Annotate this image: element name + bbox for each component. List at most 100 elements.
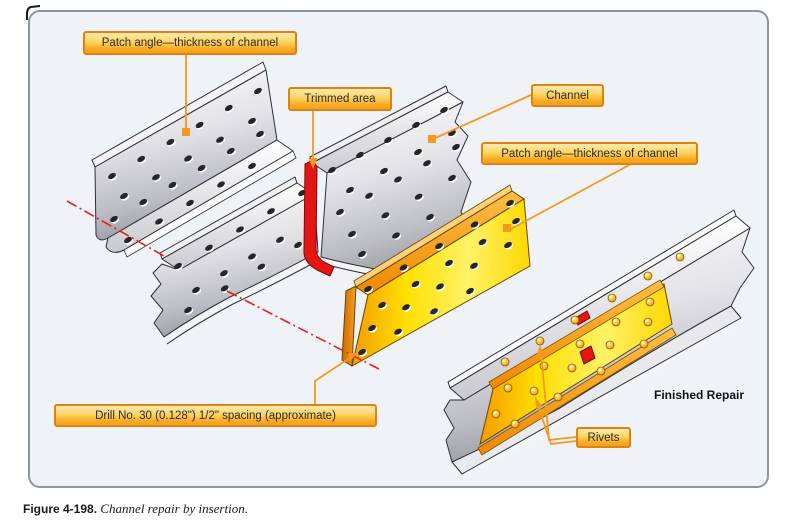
- rivet: [643, 317, 653, 327]
- rivet-hole: [220, 270, 228, 277]
- rivet-hole: [124, 236, 132, 244]
- rivet-hole: [276, 236, 284, 243]
- rivet-hole: [412, 121, 420, 129]
- rivet-hole: [236, 226, 244, 233]
- rivet-hole: [506, 199, 514, 207]
- rivet-hole: [504, 241, 512, 249]
- rivet: [570, 315, 580, 325]
- rivet-hole: [220, 285, 229, 292]
- rivet-hole: [168, 181, 177, 189]
- rivet-hole: [402, 304, 410, 311]
- rivet-hole: [358, 348, 366, 356]
- leader-drill: [314, 356, 352, 404]
- rivet-hole: [139, 198, 148, 206]
- left-channel-piece: [150, 176, 322, 345]
- rivet: [500, 357, 510, 367]
- rivet: [535, 336, 545, 346]
- rivet-hole: [257, 263, 266, 270]
- callout-patch-angle-right: Patch angle—thickness of channel: [481, 142, 698, 165]
- callout-channel: Channel: [531, 84, 604, 107]
- rivet-hole: [394, 328, 402, 335]
- rivet-hole: [205, 244, 213, 251]
- rivet: [529, 386, 539, 396]
- rivet-hole: [195, 121, 204, 129]
- rivet-hole: [184, 155, 192, 162]
- rivet-hole: [423, 160, 431, 167]
- rivet-hole: [356, 151, 364, 159]
- rivet: [611, 317, 621, 327]
- rivet-hole: [399, 264, 408, 271]
- rivet-hole: [152, 174, 160, 181]
- rivet: [643, 271, 653, 281]
- rivet-hole: [110, 215, 118, 223]
- rivet-hole: [155, 218, 163, 225]
- leader-dot-patch-right: [503, 224, 511, 232]
- rivet-hole: [368, 324, 376, 332]
- leader-lines: [182, 55, 632, 445]
- rivet-hole: [267, 208, 275, 215]
- patch-angle-top-piece: [91, 61, 297, 258]
- rivet: [605, 340, 615, 350]
- finished-repair-piece: [443, 209, 755, 479]
- rivet-hole: [186, 199, 194, 207]
- rivet-hole: [226, 147, 235, 155]
- rivet: [607, 293, 617, 303]
- rivet-hole: [470, 221, 479, 228]
- rivet-hole: [394, 176, 402, 183]
- rivet-hole: [411, 280, 420, 288]
- leader-patch-right: [508, 163, 632, 231]
- rivet-hole: [512, 217, 520, 225]
- leader-arrow-rivets-1: [536, 345, 544, 355]
- callout-drill-spacing: Drill No. 30 (0.128") 1/2" spacing (appr…: [54, 404, 377, 427]
- finished-repair-label: Finished Repair: [654, 388, 745, 402]
- rivet-hole: [248, 253, 256, 260]
- rivet-hole: [392, 232, 400, 239]
- rivet: [510, 419, 520, 429]
- leader-channel: [432, 94, 532, 140]
- rivet-hole: [384, 136, 392, 144]
- rivet: [645, 297, 655, 307]
- rivet-hole: [108, 172, 116, 180]
- rivet-hole: [378, 301, 386, 309]
- rivet-hole: [470, 262, 478, 269]
- rivet-hole: [254, 87, 262, 95]
- rivet-hole: [430, 308, 438, 315]
- rivet-hole: [348, 230, 356, 238]
- callout-trimmed-area: Trimmed area: [288, 87, 392, 111]
- rivet-hole: [184, 306, 192, 314]
- figure-caption: Figure 4-198. Channel repair by insertio…: [23, 501, 248, 517]
- rivet-hole: [248, 117, 256, 125]
- trimmed-edge: [303, 159, 335, 277]
- leader-dot-patch-top: [182, 128, 190, 136]
- rivet-hole: [336, 208, 344, 216]
- rivet-hole: [381, 212, 390, 219]
- rivet-hole: [328, 166, 336, 174]
- rivet-hole: [414, 193, 423, 200]
- rivets-group: [491, 252, 685, 429]
- rivet: [553, 392, 563, 402]
- rivet-hole: [448, 174, 456, 182]
- rivet-hole: [346, 186, 354, 194]
- rivet-hole: [120, 192, 128, 200]
- right-channel-piece: [303, 85, 481, 293]
- rivet-hole: [298, 189, 306, 197]
- rivet-hole: [137, 155, 146, 163]
- rivet-hole: [426, 213, 434, 221]
- rivet-hole: [380, 167, 388, 175]
- rivet: [639, 339, 649, 349]
- rivet-hole: [217, 181, 225, 188]
- rivet: [491, 409, 501, 419]
- leader-arrow-trimmed: [308, 158, 318, 169]
- rivet: [503, 383, 513, 393]
- rivet-hole: [365, 192, 373, 199]
- rivet-hole: [256, 130, 264, 138]
- leader-arrow-drill: [348, 353, 358, 361]
- rivet: [596, 366, 606, 376]
- rivet-hole: [224, 104, 233, 112]
- rivet-hole: [466, 287, 474, 295]
- rivet-hole: [248, 162, 256, 170]
- figure-number: Figure 4-198.: [23, 502, 98, 516]
- trim-gap-web: [579, 345, 596, 365]
- callout-rivets: Rivets: [576, 427, 631, 448]
